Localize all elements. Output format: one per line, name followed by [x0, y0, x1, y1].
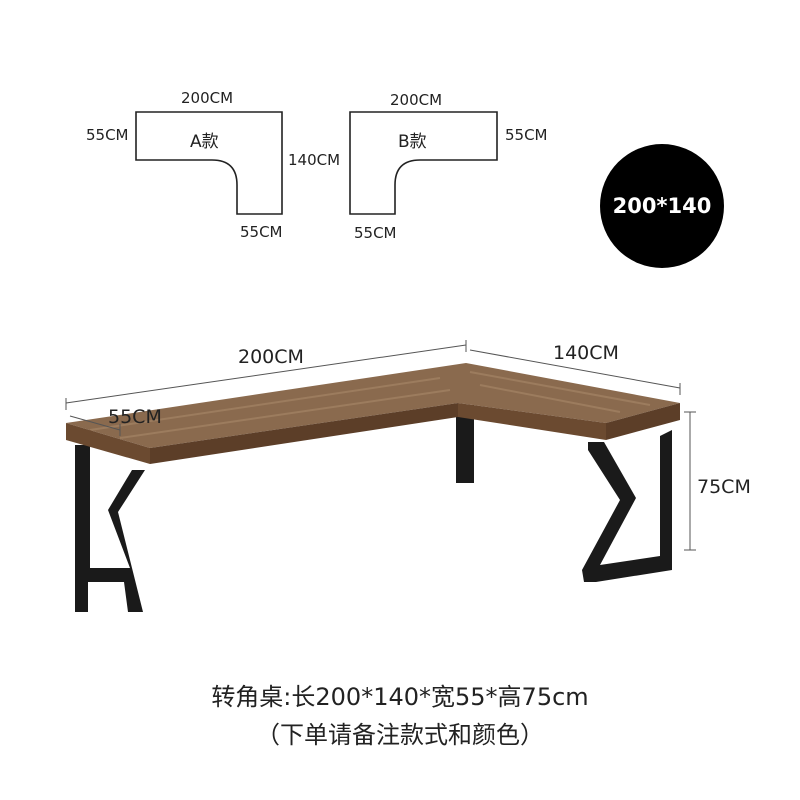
desk-length-label: 200CM	[238, 346, 304, 368]
desk-height-label: 75CM	[697, 476, 751, 498]
shape-b-right-depth: 55CM	[505, 126, 548, 144]
caption-line-2: （下单请备注款式和颜色）	[256, 721, 544, 749]
shape-a-name: A款	[190, 132, 219, 152]
shape-a-bottom-depth: 55CM	[240, 223, 283, 241]
shape-b-outline	[349, 111, 498, 215]
shape-a-top-width: 200CM	[181, 89, 234, 107]
desk-right-leg	[582, 430, 672, 582]
caption-line-1: 转角桌:长200*140*宽55*高75cm	[211, 683, 589, 711]
shape-a-outline	[135, 111, 283, 215]
desk-left-leg	[75, 445, 145, 612]
shape-b-bottom-depth: 55CM	[354, 224, 397, 242]
desk-side-label: 140CM	[553, 342, 619, 364]
shape-b-top-width: 200CM	[390, 91, 443, 109]
desk-front-edge	[66, 423, 150, 464]
corner-desk-illustration	[66, 363, 680, 612]
dimension-lines	[65, 340, 696, 551]
desk-depth-label: 55CM	[108, 406, 162, 428]
size-badge: 200*140	[600, 144, 724, 268]
shape-b-name: B款	[398, 132, 427, 152]
desk-top-surface	[66, 363, 680, 448]
desk-back-leg	[456, 405, 474, 483]
shape-a-left-depth: 55CM	[86, 126, 129, 144]
shape-a-side-length: 140CM	[288, 151, 341, 169]
